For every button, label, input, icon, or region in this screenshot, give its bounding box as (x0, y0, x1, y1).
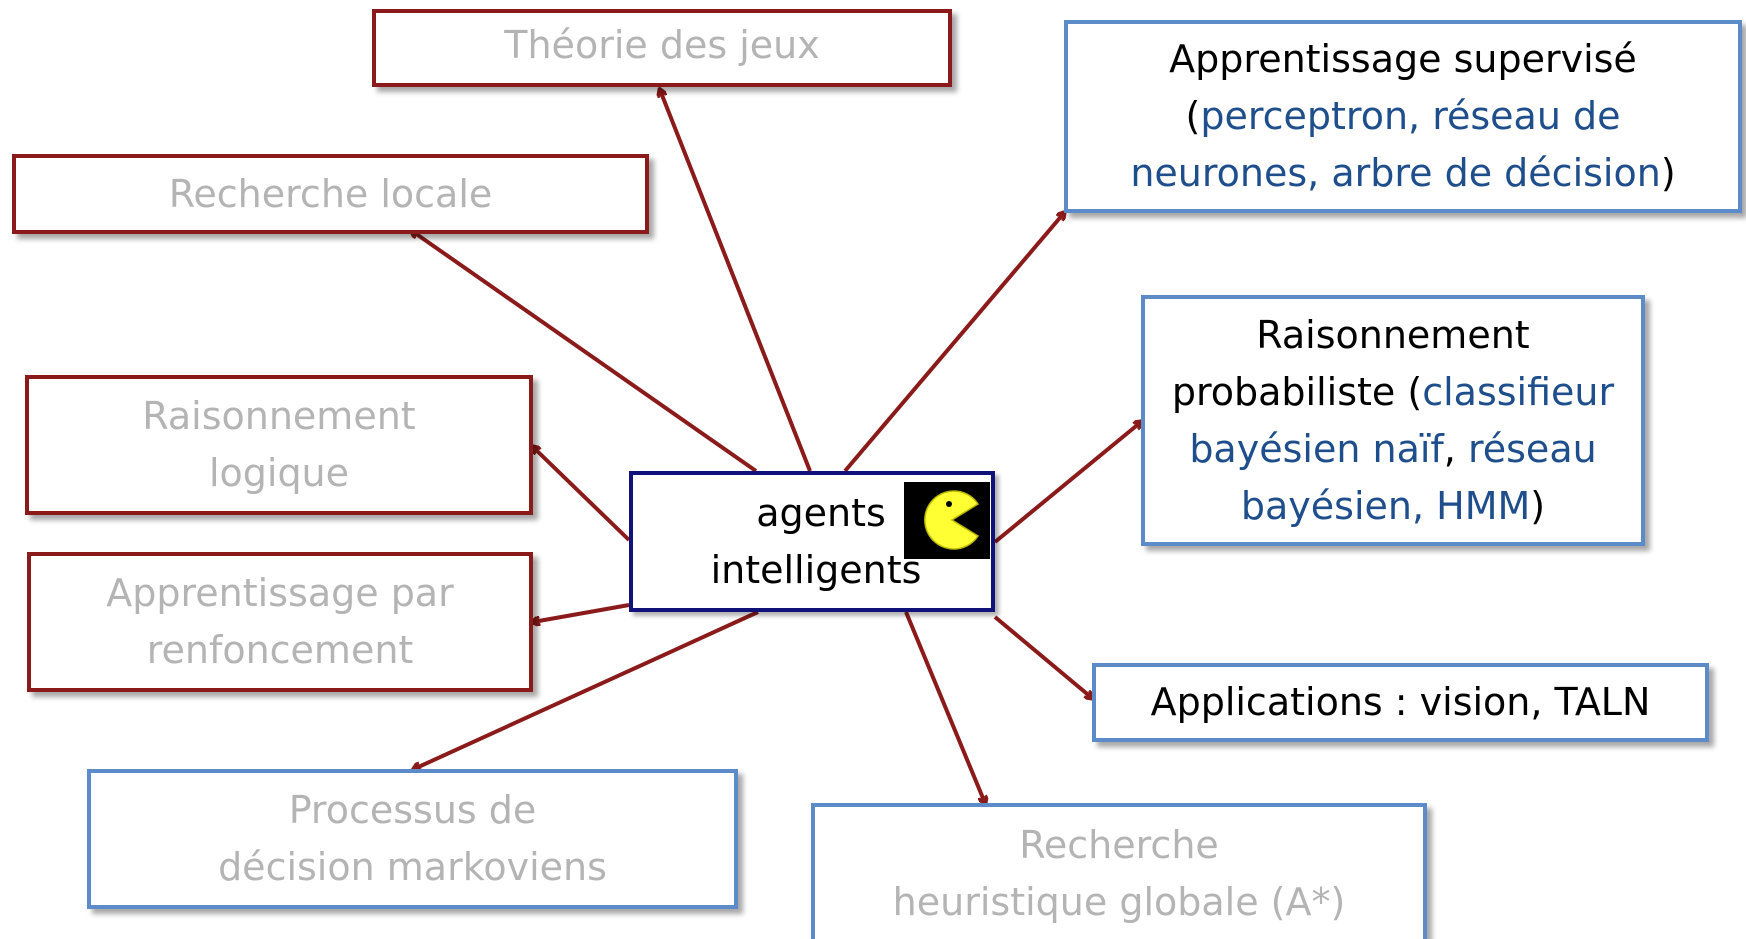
arrow-to-applications (993, 615, 1092, 698)
topic-recherche-locale: Recherche locale (12, 154, 649, 234)
topic-detail: perceptron, réseau de (1200, 94, 1621, 138)
separator: , (1443, 426, 1468, 471)
arrow-to-processus-decision (414, 610, 759, 769)
topic-raisonnement-probabiliste: Raisonnement probabiliste (classifieur b… (1141, 295, 1645, 546)
arrow-to-recherche-locale (412, 231, 758, 473)
topic-label-line-2: décision markoviens (218, 845, 607, 889)
topic-label-line-2: heuristique globale (A*) (892, 880, 1346, 924)
topic-label-line-2: renfoncement (146, 628, 414, 672)
topic-label-line-2: logique (208, 451, 350, 495)
topic-label: Théorie des jeux (504, 22, 820, 67)
topic-recherche-heuristique-globale: Recherche heuristique globale (A*) (811, 803, 1427, 939)
topic-applications: Applications : vision, TALN (1092, 663, 1709, 742)
topic-detail: classifieur (1422, 369, 1615, 414)
topic-label: Applications : vision, TALN (1150, 680, 1651, 724)
topic-label-line-1: Raisonnement (1256, 312, 1530, 357)
arrow-to-apprentissage-supervise (843, 213, 1064, 473)
topic-apprentissage-par-renfoncement: Apprentissage par renfoncement (27, 552, 533, 692)
topic-processus-de-decision-markoviens: Processus de décision markoviens (87, 769, 738, 909)
center-label-line-2: intelligents (710, 547, 922, 592)
topic-detail: bayésien naïf (1189, 426, 1444, 471)
center-label-line-1: agents (756, 490, 886, 535)
arrow-to-apprentissage-renforcement (533, 603, 630, 622)
topic-label-line-3: neurones, arbre de décision) (1130, 145, 1675, 202)
arrow-to-recherche-heuristique (904, 611, 985, 803)
center-label: agents intelligents (633, 475, 999, 608)
topic-label-line-4: bayésien, HMM) (1241, 478, 1545, 535)
topic-label-line-1: Apprentissage supervisé (1169, 37, 1637, 81)
topic-label-line-1: Processus de (288, 788, 537, 832)
topic-detail: bayésien, HMM (1240, 483, 1531, 528)
topic-label: Recherche locale (168, 171, 493, 216)
topic-label-line-2: probabiliste (classifieur (1172, 364, 1614, 421)
topic-detail: neurones, arbre de décision (1130, 151, 1661, 195)
pacman-icon (904, 482, 990, 559)
topic-theorie-des-jeux: Théorie des jeux (372, 9, 952, 87)
topic-apprentissage-supervise: Apprentissage supervisé (perceptron, rés… (1064, 20, 1742, 213)
topic-label-line-2: (perceptron, réseau de (1186, 88, 1621, 145)
topic-label-line-3: bayésien naïf, réseau (1189, 421, 1596, 478)
arrow-to-raisonnement-logique (533, 447, 631, 542)
paren-open: ( (1185, 94, 1201, 138)
topic-raisonnement-logique: Raisonnement logique (25, 375, 533, 515)
topic-label-line-1: Recherche (1019, 823, 1219, 867)
topic-detail: réseau (1467, 426, 1597, 471)
paren-close: ) (1530, 483, 1546, 528)
topic-label-line-1: Raisonnement (142, 394, 416, 438)
paren-close: ) (1660, 151, 1676, 195)
arrow-to-theorie-jeux (660, 90, 812, 472)
center-node-agents-intelligents: agents intelligents (629, 471, 995, 612)
topic-main-text: probabiliste ( (1171, 369, 1423, 414)
topic-label-line-1: Apprentissage par (106, 571, 454, 615)
arrow-to-raisonnement-probabiliste (993, 422, 1141, 544)
